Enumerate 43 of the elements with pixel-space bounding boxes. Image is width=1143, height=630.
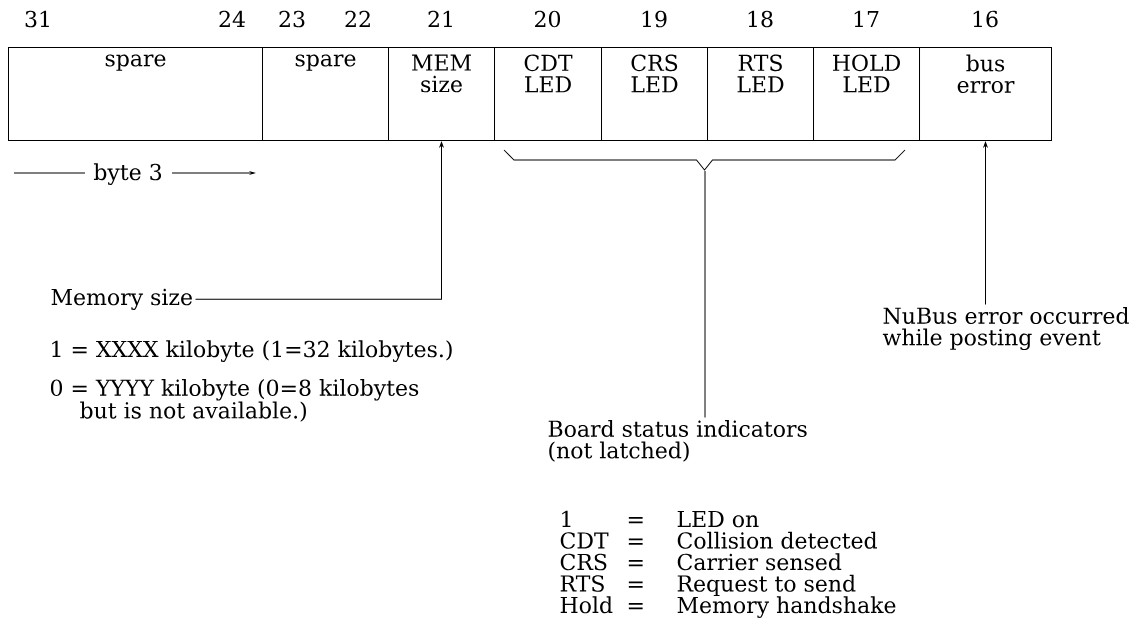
leader-line (983, 142, 988, 305)
dimension-label: byte 3 (93, 163, 162, 185)
register-cell: CDT LED (494, 47, 602, 141)
legend-key: CRS (560, 553, 607, 571)
description-text: Board status indicators (not latched) (548, 420, 807, 462)
bit-number: 19 (642, 10, 667, 28)
legend-meaning: Carrier sensed (677, 553, 842, 571)
legend-key: RTS (560, 575, 604, 592)
legend-key: CDT (560, 532, 609, 549)
register-cell: MEM size (388, 47, 495, 141)
register-cell: CRS LED (601, 47, 708, 141)
legend-meaning: Collision detected (677, 531, 877, 549)
bit-number: 16 (973, 10, 998, 28)
register-cell: spare (8, 47, 263, 141)
equals-sign: = (628, 581, 643, 588)
bracket (503, 149, 906, 171)
bit-number: 21 (428, 10, 452, 27)
register-cell: bus error (919, 47, 1052, 141)
equals-sign: = (628, 538, 643, 545)
bit-number: 23 (279, 10, 305, 28)
bit-number: 24 (219, 10, 245, 27)
note-text: 0 = YYYY kilobyte (0=8 kilobytes but is not available.) (50, 379, 419, 422)
legend-meaning: Memory handshake (677, 596, 896, 618)
register-cell: RTS LED (707, 47, 814, 141)
legend-key: 1 (562, 510, 571, 527)
legend-meaning: LED on (677, 510, 759, 528)
legend-key: Hold (560, 596, 613, 614)
description-text: NuBus error occurred while posting event (882, 307, 1129, 351)
bit-number: 18 (748, 10, 773, 28)
bit-number: 20 (535, 10, 561, 28)
register-cell: spare (262, 47, 389, 141)
bit-number: 31 (25, 10, 49, 28)
legend-meaning: Request to send (677, 574, 856, 597)
register-cell: HOLD LED (813, 47, 920, 141)
note-text: 1 = XXXX kilobyte (1=32 kilobytes.) (52, 340, 452, 362)
leader-line (704, 170, 706, 418)
equals-sign: = (628, 603, 643, 610)
bit-number: 22 (345, 10, 370, 27)
description-text: Memory size (51, 288, 192, 310)
equals-sign: = (628, 560, 643, 567)
equals-sign: = (628, 517, 643, 524)
bit-number: 17 (854, 10, 879, 27)
leader-line (195, 142, 444, 300)
